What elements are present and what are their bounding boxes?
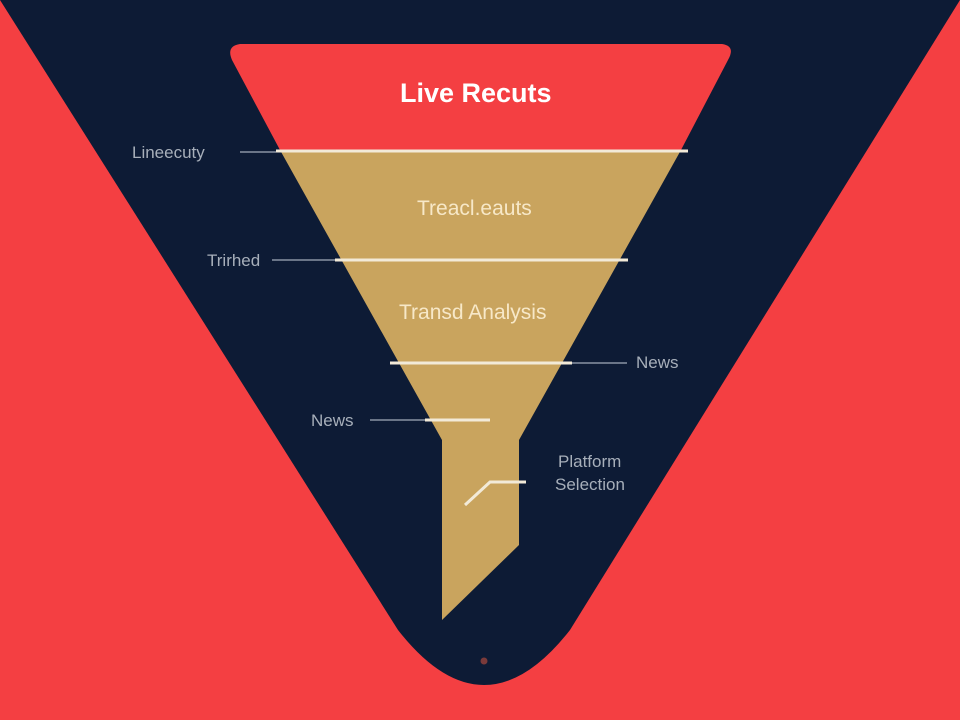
side-label-right-2b: Selection: [555, 475, 625, 494]
funnel-body: [280, 150, 681, 620]
bottom-dot: [480, 657, 488, 665]
funnel-stage-top: [230, 44, 731, 150]
stage-title-2: Treacl.eauts: [417, 197, 532, 220]
side-label-right-1: News: [636, 353, 679, 372]
side-label-left-3: News: [311, 411, 354, 430]
stage-title-1: Live Recuts: [400, 78, 552, 108]
side-label-left-1: Lineecuty: [132, 143, 205, 162]
stage-title-3: Transd Analysis: [399, 301, 547, 324]
side-label-right-2a: Platform: [558, 452, 622, 471]
side-label-left-2: Trirhed: [207, 251, 261, 270]
leader-line-right-2: [463, 480, 526, 507]
